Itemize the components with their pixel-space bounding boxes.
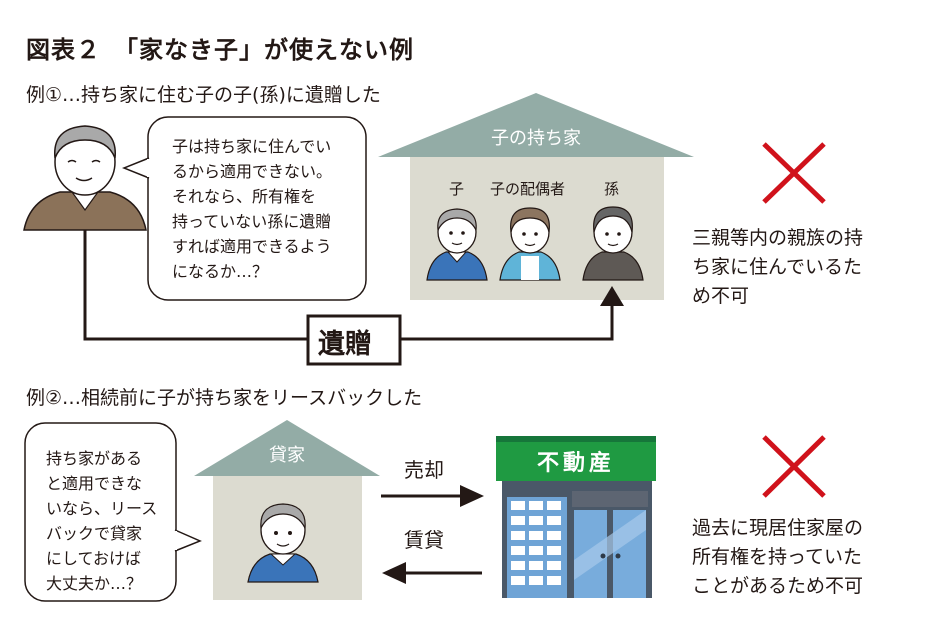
example2-house-label: 貸家 (269, 445, 305, 466)
example1-verdict: 三親等内の親族の持 ち家に住んでいるた め不可 (692, 227, 864, 307)
member-label-spouse: 子の配偶者 (490, 180, 566, 198)
sell-label: 売却 (404, 458, 444, 482)
speech-bubble-2 (24, 422, 177, 602)
spouse-figure (499, 207, 561, 281)
shop-sign: 不動産 (536, 451, 615, 476)
example1-speech-text: 子は持ち家に住んでい るから適用できない。 それなら、所有権を 持っていない孫に… (172, 137, 333, 281)
lease-arrow (382, 562, 482, 584)
speech-bubble-1 (147, 116, 367, 301)
example1-heading: 例①…持ち家に住む子の子(孫)に遺贈した (26, 84, 381, 106)
child-figure (426, 208, 488, 281)
child-figure-2 (247, 503, 319, 583)
bequest-flow-line (83, 230, 624, 366)
example2-verdict: 過去に現居住家屋の 所有権を持っていた ことがあるため不可 (692, 517, 864, 597)
example1-house-label: 子の持ち家 (491, 128, 581, 149)
figure-title: 図表２ 「家なき子」が使えない例 (26, 36, 414, 64)
grandchild-figure (582, 206, 644, 281)
lease-label: 賃貸 (404, 528, 444, 552)
grandparent-figure (23, 125, 147, 231)
sell-arrow (381, 485, 484, 507)
example2-speech-text: 持ち家がある と適用できな いなら、リース バックで貸家 にしておけば 大丈夫か… (46, 449, 158, 593)
real-estate-shop (496, 436, 656, 598)
cross-icon (762, 435, 826, 498)
member-label-child: 子 (449, 180, 465, 198)
example2-heading: 例②…相続前に子が持ち家をリースバックした (26, 387, 423, 409)
bequest-label: 遺贈 (318, 329, 372, 360)
member-label-grandchild: 孫 (604, 180, 620, 198)
cross-icon (762, 142, 826, 204)
